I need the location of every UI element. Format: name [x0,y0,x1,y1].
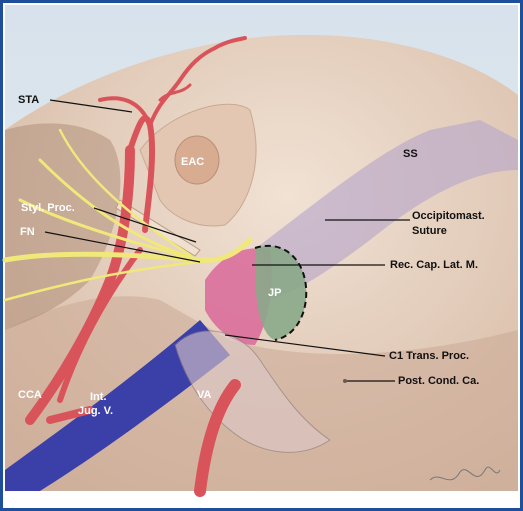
label-sta: STA [18,94,40,106]
label-int-jug-line2: Jug. V. [78,405,114,417]
facial-nerve [2,128,253,302]
jugular-process [255,245,307,340]
styloid-process [115,199,201,257]
sta-branch-1 [148,36,247,127]
label-int-jug-line1: Int. [90,391,107,403]
arteries [25,36,247,497]
label-c1: C1 Trans. Proc. [389,350,470,362]
label-occipitomast-line2: Suture [412,225,447,237]
posterior-condylar-canal [343,379,347,383]
leader-styl-proc [93,207,197,243]
cca-stub [46,406,94,424]
label-jp: JP [268,287,282,299]
carotid-artery [25,145,135,425]
label-post-cond: Post. Cond. Ca. [398,375,480,387]
label-fn: FN [20,226,35,238]
sigmoid-sinus [260,120,518,300]
leader-fn [44,231,201,263]
sta-branch-3 [158,83,192,102]
label-styl-proc: Styl. Proc. [21,202,75,214]
label-cca: CCA [18,389,42,401]
label-rec-cap: Rec. Cap. Lat. M. [390,259,479,271]
internal-jugular-vein [5,320,230,491]
vertebral-artery [194,379,241,497]
artist-signature [429,466,501,481]
leader-sta [49,99,133,113]
label-occipitomast-line1: Occipitomast. [412,210,485,222]
occipital-artery [57,247,143,403]
jugular-process-outline [254,244,308,341]
c1-transverse-process [174,330,331,453]
sta-branch-2 [98,96,152,127]
leader-c1 [224,334,386,357]
sta-trunk [127,115,156,233]
label-va: VA [197,389,212,401]
external-auditory-canal [174,135,220,185]
label-eac: EAC [181,156,205,168]
leader-lines [44,99,410,382]
label-ss: SS [403,148,418,160]
